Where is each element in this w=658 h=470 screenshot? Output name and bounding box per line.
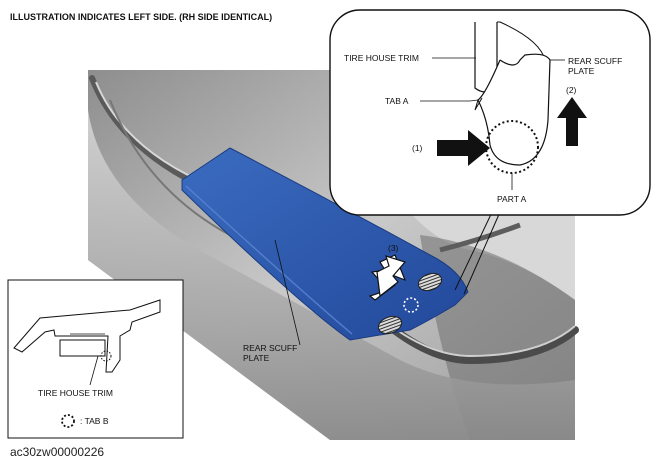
figure-id: ac30zw00000226 — [10, 445, 105, 459]
callout-label-rear-scuff-plate-1: REAR SCUFF — [568, 56, 623, 66]
rear-scuff-plate-shape — [181, 147, 469, 341]
callout-drawing — [420, 21, 587, 190]
callout-label-tab-a: TAB A — [385, 96, 409, 106]
main-label-rear-scuff-plate-2: PLATE — [243, 353, 270, 363]
main-label-rear-scuff-plate-1: REAR SCUFF — [243, 343, 298, 353]
callout-label-tire-house-trim: TIRE HOUSE TRIM — [344, 53, 419, 63]
step-1-arrow — [437, 130, 490, 166]
inset-label-tire-house-trim: TIRE HOUSE TRIM — [38, 388, 113, 398]
callout-label-rear-scuff-plate-2: PLATE — [568, 66, 595, 76]
illustration-note: ILLUSTRATION INDICATES LEFT SIDE. (RH SI… — [10, 12, 273, 22]
step-2-arrow — [557, 97, 587, 146]
clip-mark-upper — [417, 272, 443, 292]
callout-label-step-1: (1) — [412, 143, 423, 153]
step-3-arrow — [368, 254, 407, 301]
tab-b-marker — [403, 297, 419, 313]
main-label-leader — [274, 239, 301, 346]
main-label-step-3: (3) — [388, 243, 399, 253]
inset-box — [7, 279, 184, 439]
callout-label-part-a: PART A — [497, 194, 527, 204]
tab-clip-marks — [377, 272, 443, 335]
tab-b-legend-icon — [61, 414, 75, 428]
inset-legend-tab-b: : TAB B — [80, 416, 109, 426]
callout-label-step-2: (2) — [566, 85, 577, 95]
clip-mark-lower — [377, 315, 403, 335]
